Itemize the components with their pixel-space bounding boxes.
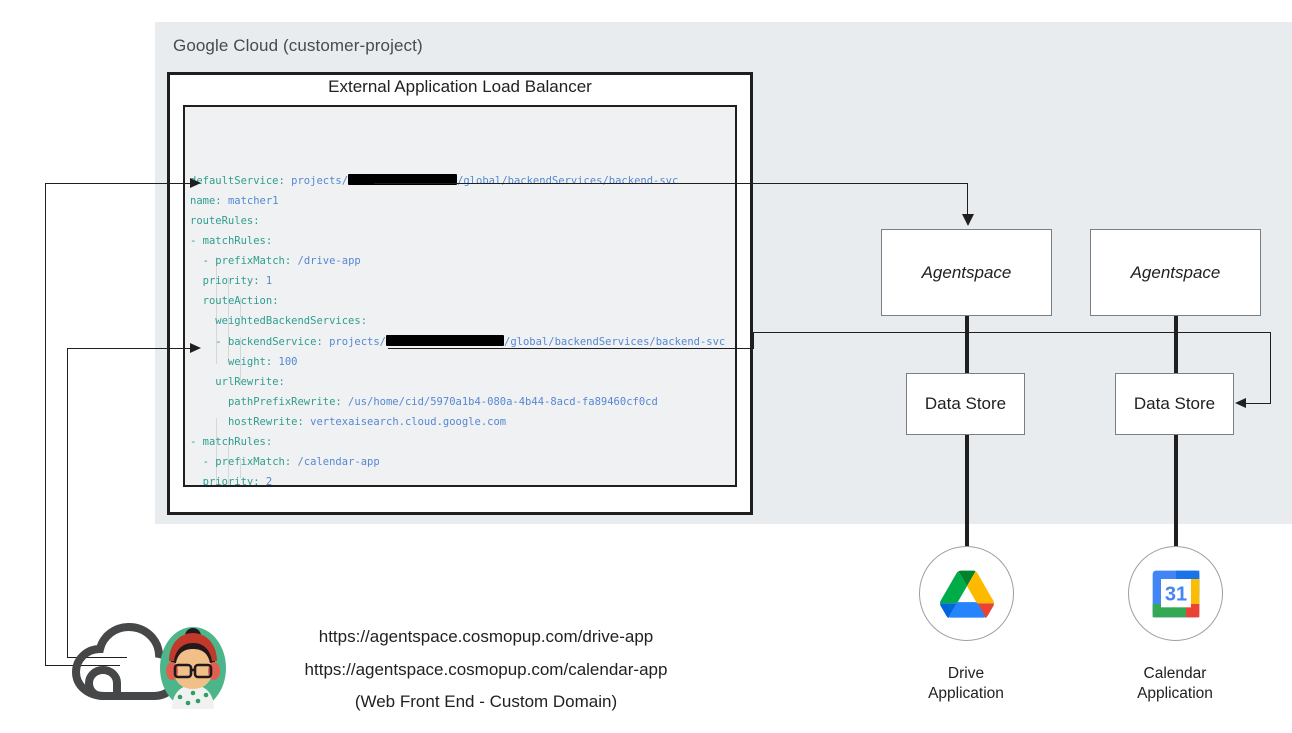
route-calendar-arrowhead	[1235, 397, 1246, 408]
inbound-calendar-line-horizontal	[67, 348, 195, 350]
code-line: weight: 100	[227, 355, 298, 368]
user-avatar-icon	[160, 627, 226, 709]
route-drive-line-horizontal	[374, 183, 968, 185]
inbound-calendar-line-vertical	[67, 348, 69, 658]
datastore-calendar-box[interactable]: Data Store	[1115, 373, 1234, 435]
frontend-caption: (Web Front End - Custom Domain)	[354, 692, 618, 711]
drive-application-label-line2: Application	[928, 685, 1004, 702]
inbound-drive-line-bottom	[45, 665, 120, 667]
code-line: weightedBackendServices:	[215, 315, 368, 328]
agentspace-calendar-label: Agentspace	[1130, 262, 1221, 282]
google-calendar-icon: 31	[1152, 570, 1199, 617]
datastore-calendar-to-app-link	[1174, 435, 1178, 547]
load-balancer-title: External Application Load Balancer	[328, 77, 592, 96]
calendar-application-label-line1: Calendar	[1143, 665, 1207, 682]
agentspace-calendar-box[interactable]: Agentspace	[1090, 229, 1261, 316]
code-line: hostRewrite: vertexaisearch.cloud.google…	[227, 415, 507, 428]
url-map-yaml-code: defaultService: projects//global/backend…	[183, 105, 737, 487]
google-cloud-panel-title: Google Cloud (customer-project)	[173, 36, 423, 55]
code-line: urlRewrite:	[215, 375, 285, 388]
agentspace-drive-to-datastore-link	[965, 316, 969, 373]
route-calendar-line-h3	[1246, 403, 1271, 405]
route-calendar-line-h2	[753, 332, 1271, 334]
inbound-calendar-line-bottom	[67, 657, 127, 659]
frontend-url-drive: https://agentspace.cosmopup.com/drive-ap…	[318, 627, 654, 646]
inbound-drive-arrowhead	[190, 177, 201, 188]
route-calendar-line-h1	[388, 348, 754, 350]
route-calendar-line-v2	[1270, 332, 1272, 404]
drive-application-circle[interactable]	[919, 546, 1014, 641]
drive-application-label: Drive Application	[881, 664, 1051, 704]
code-line: - matchRules:	[190, 435, 273, 448]
code-line: name: matcher1	[190, 195, 279, 208]
code-line: routeAction:	[202, 295, 279, 308]
code-line: - backendService: projects//global/backe…	[190, 334, 726, 348]
code-line: pathPrefixRewrite: /us/home/cid/5970a1b4…	[227, 395, 658, 408]
agentspace-drive-label: Agentspace	[921, 262, 1012, 282]
agentspace-calendar-to-datastore-link	[1174, 316, 1178, 373]
datastore-drive-box[interactable]: Data Store	[906, 373, 1025, 435]
datastore-drive-label: Data Store	[924, 394, 1007, 413]
inbound-calendar-arrowhead	[190, 342, 201, 353]
code-line: - prefixMatch: /drive-app	[190, 255, 361, 268]
code-line: - matchRules:	[190, 235, 273, 248]
code-line: routeRules:	[190, 215, 260, 228]
inbound-drive-line-horizontal	[45, 183, 195, 185]
code-line: priority: 2	[202, 475, 273, 487]
datastore-calendar-label: Data Store	[1133, 394, 1216, 413]
route-drive-line-vertical	[967, 183, 969, 216]
code-line: priority: 1	[202, 275, 273, 288]
frontend-url-calendar: https://agentspace.cosmopup.com/calendar…	[304, 660, 668, 679]
agentspace-drive-box[interactable]: Agentspace	[881, 229, 1052, 316]
drive-application-label-line1: Drive	[947, 665, 985, 682]
code-line: - prefixMatch: /calendar-app	[190, 455, 380, 468]
calendar-application-circle[interactable]: 31	[1128, 546, 1223, 641]
route-drive-arrowhead	[962, 214, 974, 226]
google-drive-icon	[939, 570, 994, 618]
calendar-application-label-line2: Application	[1137, 685, 1213, 702]
datastore-drive-to-app-link	[965, 435, 969, 547]
inbound-drive-line-vertical	[45, 183, 47, 666]
calendar-application-label: Calendar Application	[1090, 664, 1260, 704]
route-calendar-line-v1	[753, 332, 755, 349]
calendar-day-number: 31	[1164, 583, 1186, 605]
code-line: defaultService: projects//global/backend…	[190, 174, 679, 188]
